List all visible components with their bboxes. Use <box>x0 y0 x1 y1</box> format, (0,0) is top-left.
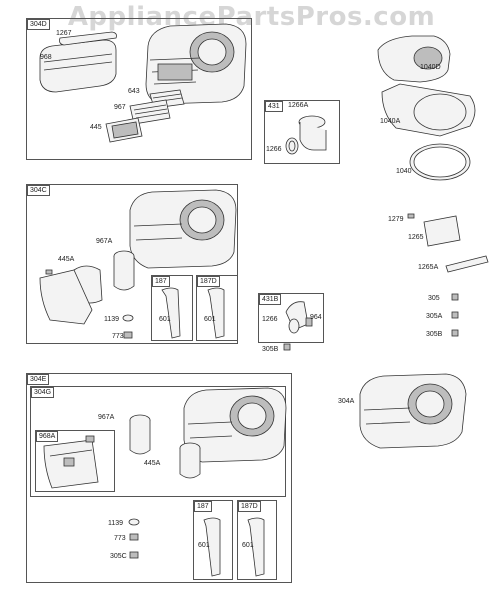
label-1139: 1139 <box>104 316 120 323</box>
blower-housing-304C <box>129 189 237 269</box>
callout-304C: 304C <box>27 185 50 196</box>
frame-431B <box>258 293 324 343</box>
screw-773-b <box>129 533 139 541</box>
label-1265: 1265 <box>408 234 424 241</box>
filter-967A-b <box>129 414 151 455</box>
label-305A: 305A <box>426 313 443 320</box>
label-304A: 304A <box>338 398 355 405</box>
label-1040A: 1040A <box>380 118 401 125</box>
air-cleaner-968A <box>43 435 99 489</box>
blower-housing-304G <box>183 387 287 463</box>
tube-601-c <box>203 517 221 577</box>
air-cleaner-cover-968 <box>39 39 117 93</box>
label-1265A: 1265A <box>418 264 439 271</box>
frame-431 <box>264 100 340 164</box>
tube-601-a <box>161 287 181 339</box>
label-1266A: 1266A <box>288 102 309 109</box>
cover-304C <box>39 269 93 325</box>
callout-304E: 304E <box>27 374 50 385</box>
screw-1279 <box>407 213 415 219</box>
filter-967A <box>113 250 135 291</box>
frame-304C <box>26 184 238 344</box>
frame-968A <box>35 430 115 492</box>
label-305C: 305C <box>110 553 127 560</box>
frame-187D-b <box>237 500 277 580</box>
label-967A-b: 967A <box>98 414 115 421</box>
label-1040D: 1040D <box>420 64 441 71</box>
screw-773 <box>123 331 133 339</box>
bracket-1265 <box>423 215 461 247</box>
strip-1265A <box>445 255 489 273</box>
washer-1139 <box>122 314 134 322</box>
label-967A: 967A <box>96 238 113 245</box>
callout-304G: 304G <box>31 387 55 398</box>
callout-187D-a: 187D <box>197 276 220 287</box>
frame-304D <box>26 18 252 160</box>
callout-304D: 304D <box>27 19 50 30</box>
label-445: 445 <box>90 124 102 131</box>
label-773-b: 773 <box>114 535 126 542</box>
label-1040: 1040 <box>396 168 412 175</box>
elbow-431 <box>285 115 327 155</box>
label-643: 643 <box>128 88 140 95</box>
blower-housing-304D <box>145 23 247 105</box>
tube-601-d <box>247 517 265 577</box>
ring-1040 <box>409 143 471 181</box>
label-601-d: 601 <box>242 542 254 549</box>
label-445A-b: 445A <box>144 460 161 467</box>
label-601-c: 601 <box>198 542 210 549</box>
shroud-1040A <box>381 83 476 137</box>
frame-187-a <box>151 275 193 341</box>
screws-305 <box>451 293 459 337</box>
label-773: 773 <box>112 333 124 340</box>
tube-601-b <box>207 287 225 339</box>
frame-187-b <box>193 500 233 580</box>
screw-305C <box>129 551 139 559</box>
callout-431B: 431B <box>259 294 282 305</box>
label-967: 967 <box>114 104 126 111</box>
label-1139-b: 1139 <box>108 520 124 527</box>
callout-968A: 968A <box>36 431 59 442</box>
label-601-b: 601 <box>204 316 216 323</box>
filter-967 <box>129 99 171 125</box>
callout-187D-b: 187D <box>238 501 261 512</box>
label-1266: 1266 <box>266 146 282 153</box>
label-1267: 1267 <box>56 30 72 37</box>
frame-304E <box>26 373 292 583</box>
filter-445A-b <box>179 442 201 479</box>
blower-housing-304A <box>359 373 467 449</box>
frame-304G <box>30 386 286 497</box>
label-968: 968 <box>40 54 52 61</box>
label-445A: 445A <box>58 256 75 263</box>
elbow-431B <box>285 301 313 334</box>
washer-1139-b <box>128 518 140 526</box>
foam-445 <box>105 117 143 143</box>
label-1266-b: 1266 <box>262 316 278 323</box>
screw-305B <box>283 343 291 351</box>
label-964: 964 <box>310 314 322 321</box>
callout-187-b: 187 <box>194 501 212 512</box>
label-305B-b: 305B <box>426 331 443 338</box>
shroud-1040D <box>377 35 451 83</box>
label-601-a: 601 <box>159 316 171 323</box>
label-1279: 1279 <box>388 216 404 223</box>
label-305: 305 <box>428 295 440 302</box>
cover-top-1267 <box>59 31 117 46</box>
label-305B: 305B <box>262 346 279 353</box>
frame-187D-a <box>196 275 238 341</box>
callout-431: 431 <box>265 101 283 112</box>
callout-187-a: 187 <box>152 276 170 287</box>
